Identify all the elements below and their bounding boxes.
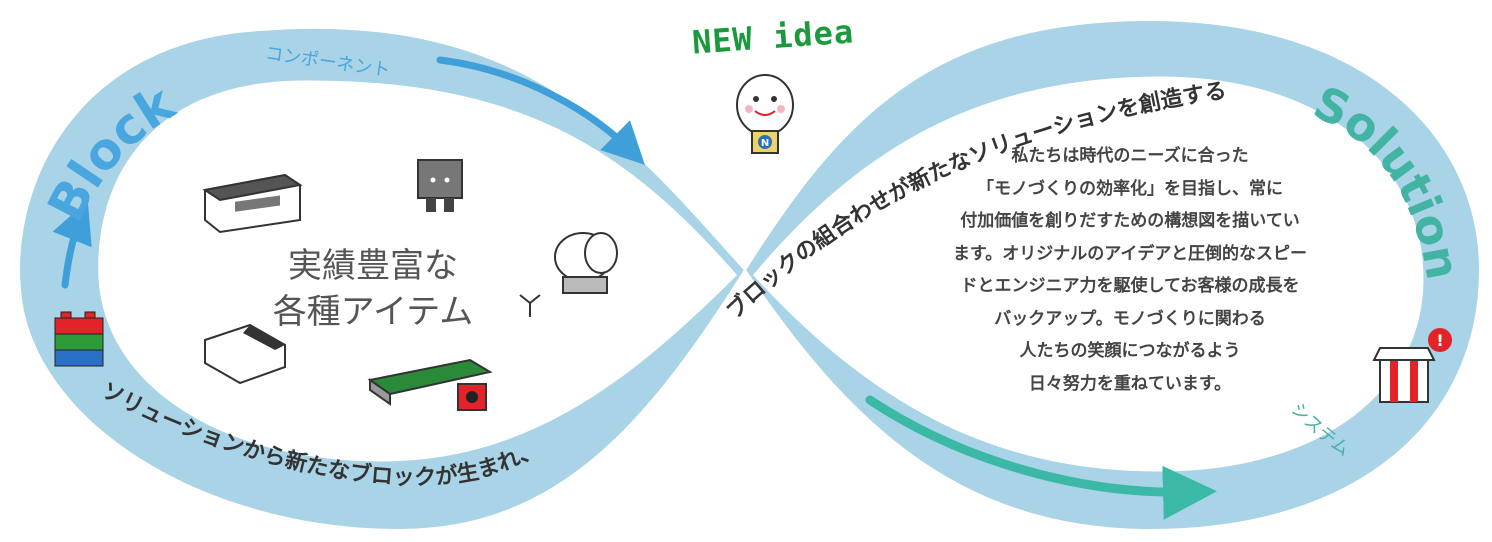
machine-icon [202,173,303,234]
system-arrow [865,395,1217,520]
message-line: 人たちの笑顔につながるよう [1019,341,1241,361]
message-line: バックアップ。モノづくりに関わる [994,308,1266,329]
cutter-icon [204,323,286,385]
light-bulb-icon: N [736,74,794,154]
message-line: 私たちは時代のニーズに合った [1011,146,1249,166]
bulb-letter: N [761,138,769,149]
message-line: ます。オリジナルのアイデアと圧倒的なスピー [952,243,1308,264]
infinity-band [18,18,1482,532]
svg-text:!: ! [1436,331,1443,350]
message-line: ドとエンジニア力を駆使してお客様の成長を [960,276,1300,296]
items-title-line1: 実績豊富な [288,246,458,286]
gift-box-icon: ! [1372,328,1452,403]
items-title-line2: 各種アイテム [272,292,474,332]
message-line: 付加価値を創りだすための構想図を描いてい [960,211,1300,231]
component-arrow [436,56,645,165]
conveyor-icon [367,358,493,411]
message-line: 「モノづくりの効率化」を目指し、常に [977,178,1283,199]
tank-icon [554,232,618,294]
block-arrow [52,200,92,289]
robot-icon [417,159,463,212]
connector-icon [519,294,541,317]
company-message: 私たちは時代のニーズに合った 「モノづくりの効率化」を目指し、常に 付加価値を創… [900,140,1360,400]
lego-blocks-icon [54,311,104,367]
message-line: 日々努力を重ねています。 [1028,373,1232,394]
items-title: 実績豊富な 各種アイテム [268,243,478,335]
